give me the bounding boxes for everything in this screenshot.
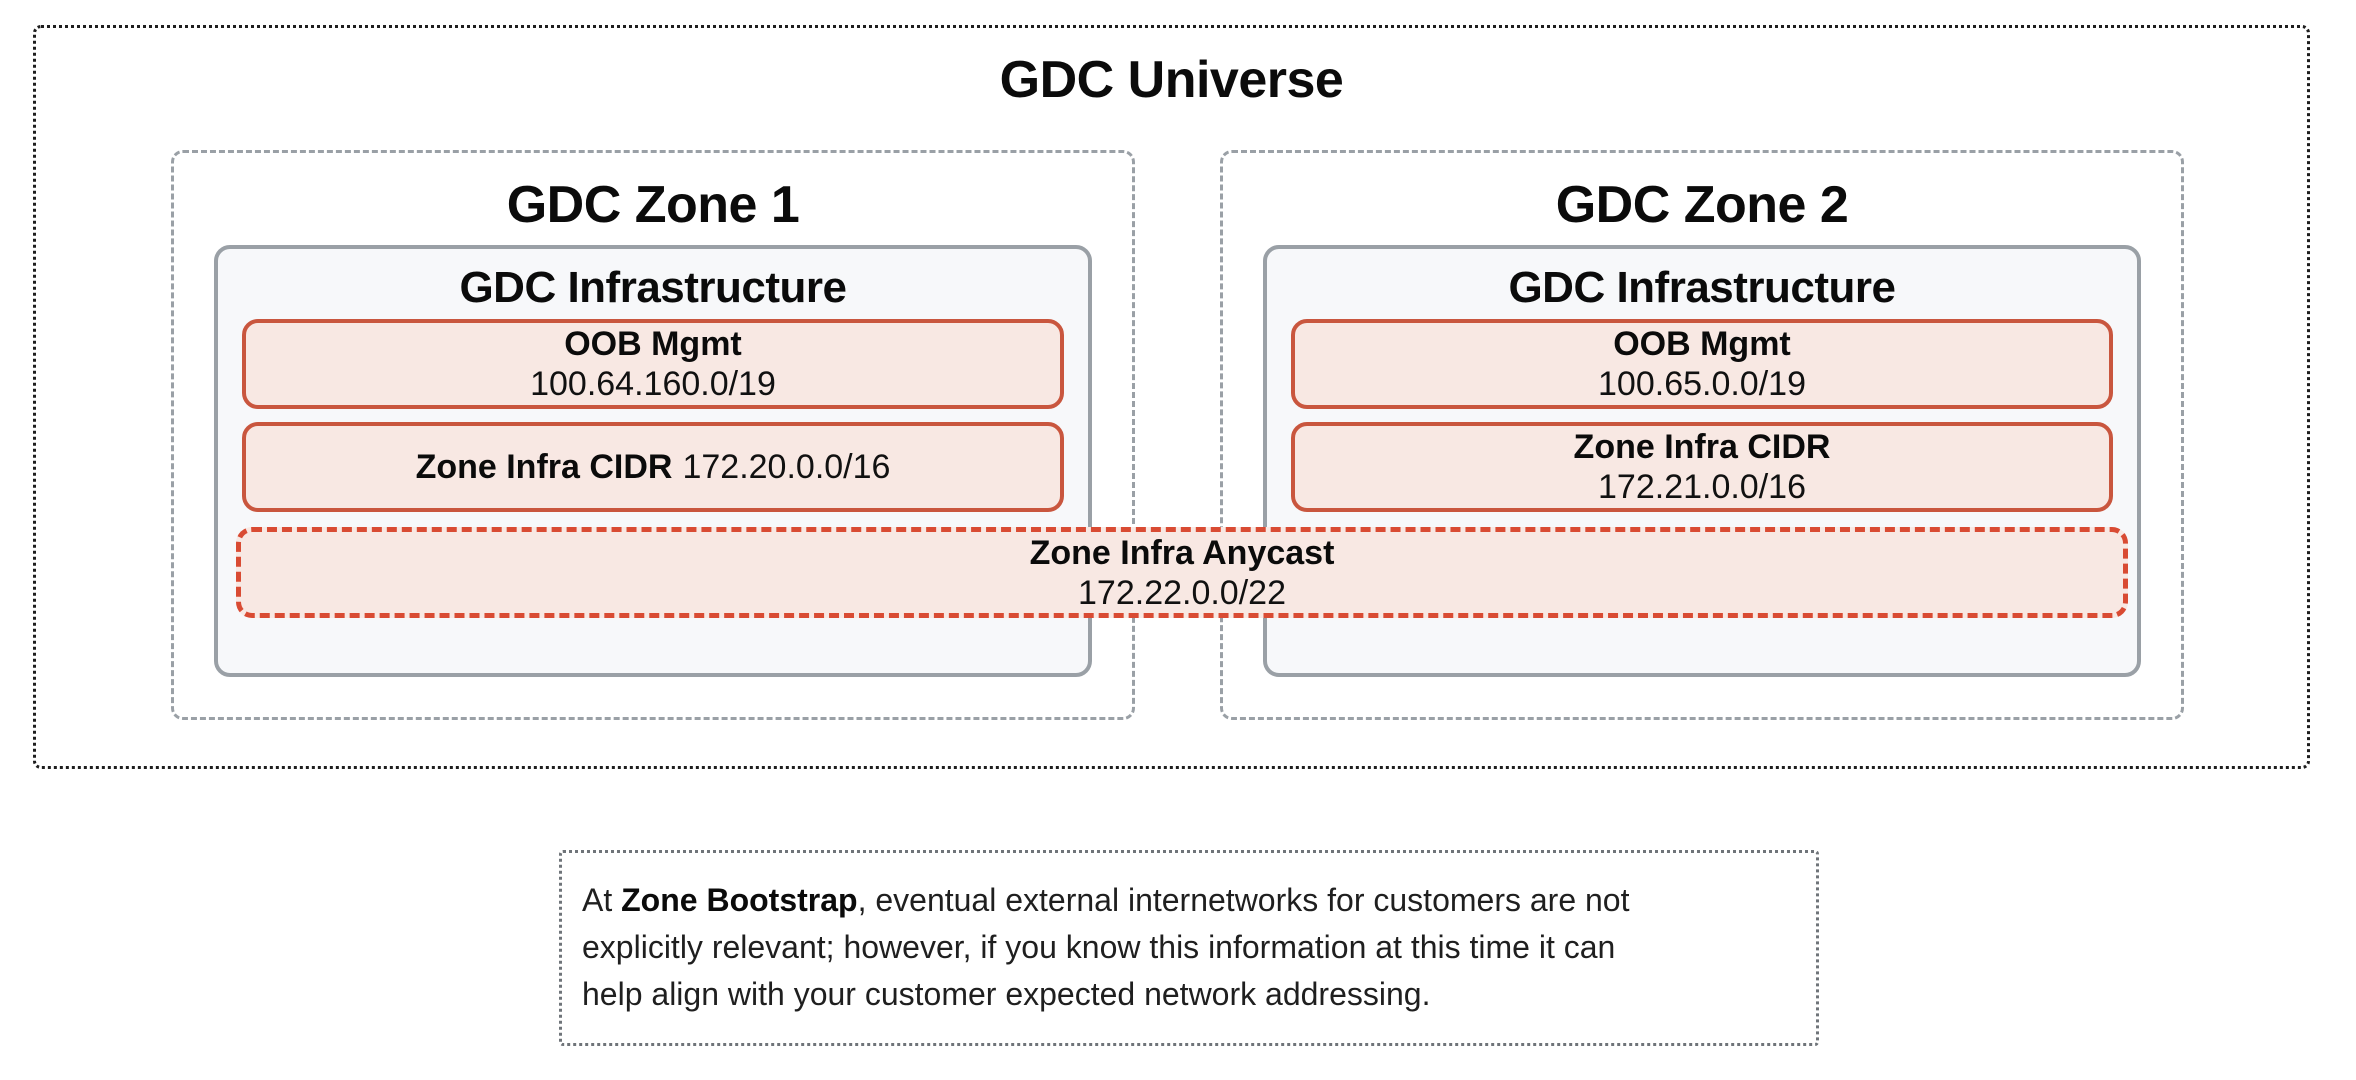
zone2-infra-cidr-box: Zone Infra CIDR 172.21.0.0/16 <box>1291 422 2113 512</box>
note-text-bold: Zone Bootstrap <box>621 882 858 918</box>
zone1-title: GDC Zone 1 <box>506 176 800 234</box>
zone2-infra-title: GDC Infrastructure <box>1508 263 1896 312</box>
zone1-oob-mgmt-box: OOB Mgmt 100.64.160.0/19 <box>242 319 1064 409</box>
zone1-cidr-label: Zone Infra CIDR <box>415 448 673 486</box>
anycast-value: 172.22.0.0/22 <box>1078 573 1286 612</box>
note-text-rest: , eventual external internetworks for cu… <box>582 882 1630 1012</box>
note-text-prefix: At <box>582 882 622 918</box>
zone1-infra-title: GDC Infrastructure <box>459 263 847 312</box>
zone2-oob-label: OOB Mgmt <box>1613 325 1791 363</box>
zone2-cidr-value: 172.21.0.0/16 <box>1598 468 1806 506</box>
universe-title: GDC Universe <box>999 51 1344 109</box>
gdc-universe-box: GDC Universe GDC Zone 1 GDC Infrastructu… <box>33 25 2310 769</box>
zone-bootstrap-note-box: At Zone Bootstrap, eventual external int… <box>559 850 1819 1046</box>
zone2-oob-value: 100.65.0.0/19 <box>1598 365 1806 403</box>
zone-infra-anycast-box: Zone Infra Anycast 172.22.0.0/22 <box>236 527 2128 618</box>
zone2-title: GDC Zone 2 <box>1555 176 1849 234</box>
zone2-oob-mgmt-box: OOB Mgmt 100.65.0.0/19 <box>1291 319 2113 409</box>
zone1-oob-label: OOB Mgmt <box>564 325 742 363</box>
gdc-zone-2-box: GDC Zone 2 GDC Infrastructure OOB Mgmt 1… <box>1220 150 2184 720</box>
zone1-cidr-value: 172.20.0.0/16 <box>682 448 891 486</box>
gdc-zone-1-box: GDC Zone 1 GDC Infrastructure OOB Mgmt 1… <box>171 150 1135 720</box>
anycast-label: Zone Infra Anycast <box>1029 533 1335 572</box>
zone2-cidr-label: Zone Infra CIDR <box>1573 428 1831 466</box>
zone1-oob-value: 100.64.160.0/19 <box>530 365 776 403</box>
